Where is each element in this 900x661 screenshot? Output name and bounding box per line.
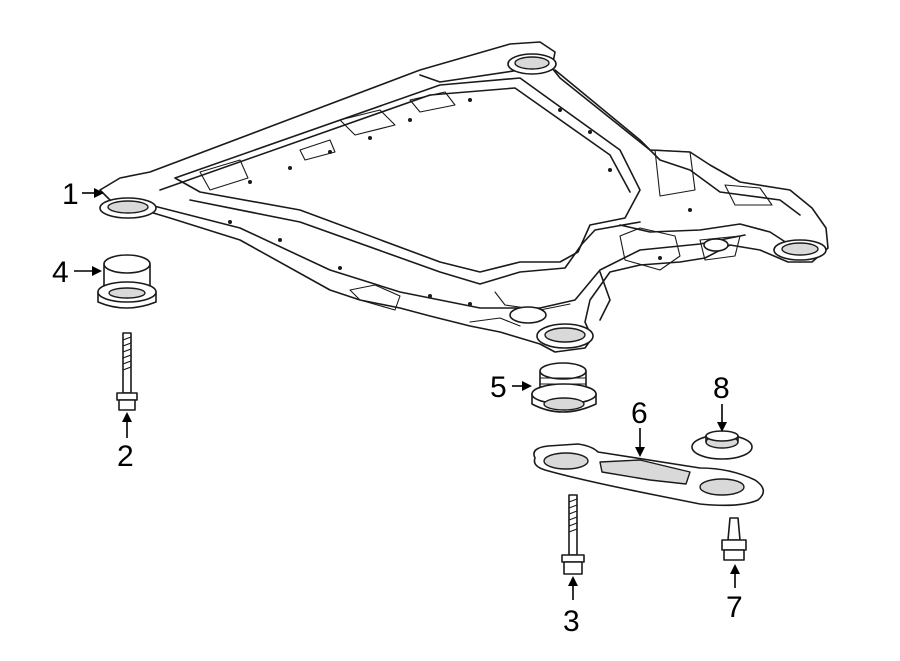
lower-bushing [531,362,597,413]
callout-2: 2 [117,412,134,473]
subframe [99,41,829,353]
callout-3: 3 [563,576,580,638]
washer [691,430,753,460]
callout-1: 1 [62,178,104,211]
callout-4: 4 [52,256,102,289]
callout-2-label: 2 [117,440,134,473]
upper-bushing [97,254,157,309]
callout-6-label: 6 [631,397,648,430]
callout-1-label: 1 [62,178,79,211]
callout-7: 7 [726,564,743,624]
callout-3-label: 3 [563,605,580,638]
callout-5: 5 [490,371,532,404]
callout-6: 6 [631,397,648,457]
reinforcement-plate [533,443,765,507]
callout-7-label: 7 [726,591,743,624]
bolt-3 [561,494,585,575]
callout-5-label: 5 [490,371,507,404]
callout-8: 8 [713,372,730,432]
bolt-7 [721,517,747,561]
callout-8-label: 8 [713,372,730,405]
bolt-2 [116,332,138,411]
callout-4-label: 4 [52,256,69,289]
